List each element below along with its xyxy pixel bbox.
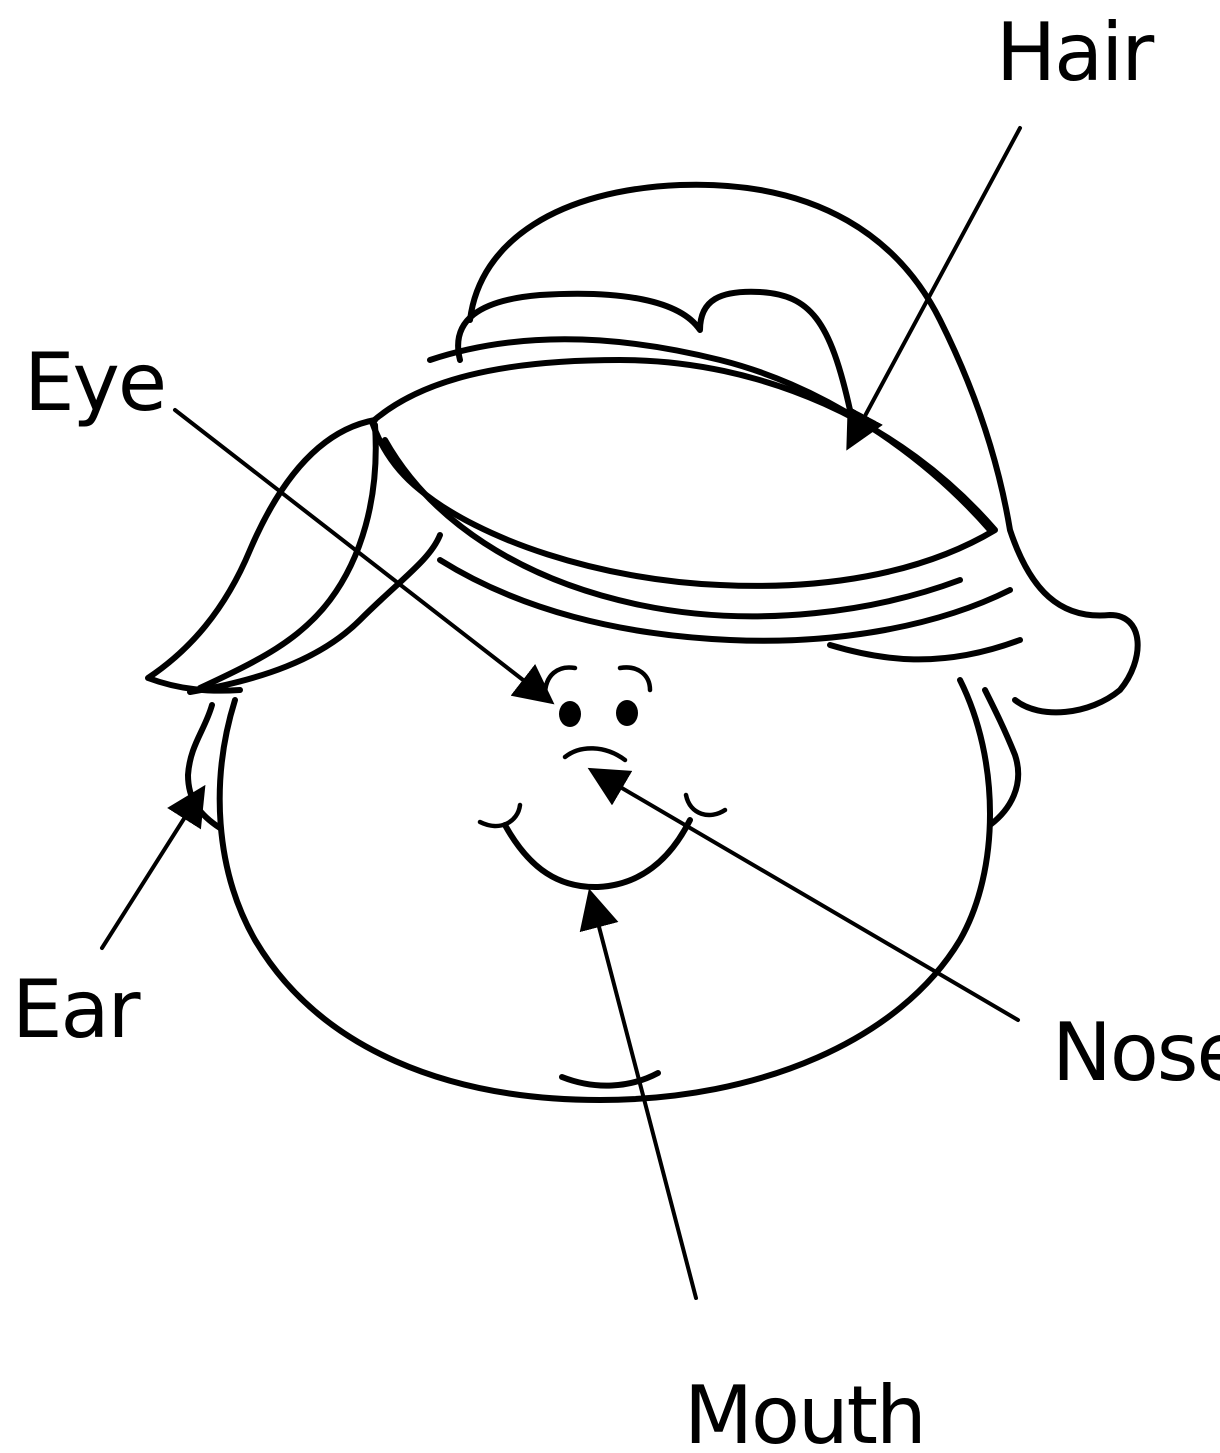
hair-leader-arrow: [852, 128, 1020, 440]
bangs-layer-1: [385, 440, 960, 616]
labels: Hair Eye Ear Nose Mouth: [12, 6, 1220, 1453]
mouth-icon: [505, 820, 690, 887]
right-eyebrow-icon: [620, 667, 650, 690]
hair-label: Hair: [996, 6, 1154, 99]
bangs-layer-3: [830, 640, 1020, 659]
right-cheek-icon: [686, 795, 725, 815]
left-hair-strand: [200, 425, 376, 688]
left-hair: [148, 420, 375, 691]
eye-leader-arrow: [175, 410, 545, 697]
ponytail: [470, 185, 1138, 713]
nose-label: Nose: [1052, 1006, 1220, 1099]
left-eyebrow-icon: [545, 667, 575, 695]
chin-icon: [562, 1073, 658, 1086]
ear-leader-arrow: [102, 795, 199, 948]
mouth-label: Mouth: [684, 1369, 925, 1453]
left-ear: [188, 705, 220, 828]
face-drawing: [148, 185, 1138, 1100]
left-cheek-icon: [480, 805, 520, 826]
right-eye-icon: [616, 700, 638, 726]
bangs-main: [372, 360, 995, 586]
bangs-layer-2: [440, 560, 1010, 641]
left-eye-icon: [559, 701, 581, 727]
eye-label: Eye: [24, 336, 165, 429]
nose-leader-arrow: [598, 774, 1018, 1020]
face-outline: [220, 680, 990, 1100]
nose-icon: [565, 748, 625, 760]
ear-label: Ear: [12, 963, 141, 1056]
